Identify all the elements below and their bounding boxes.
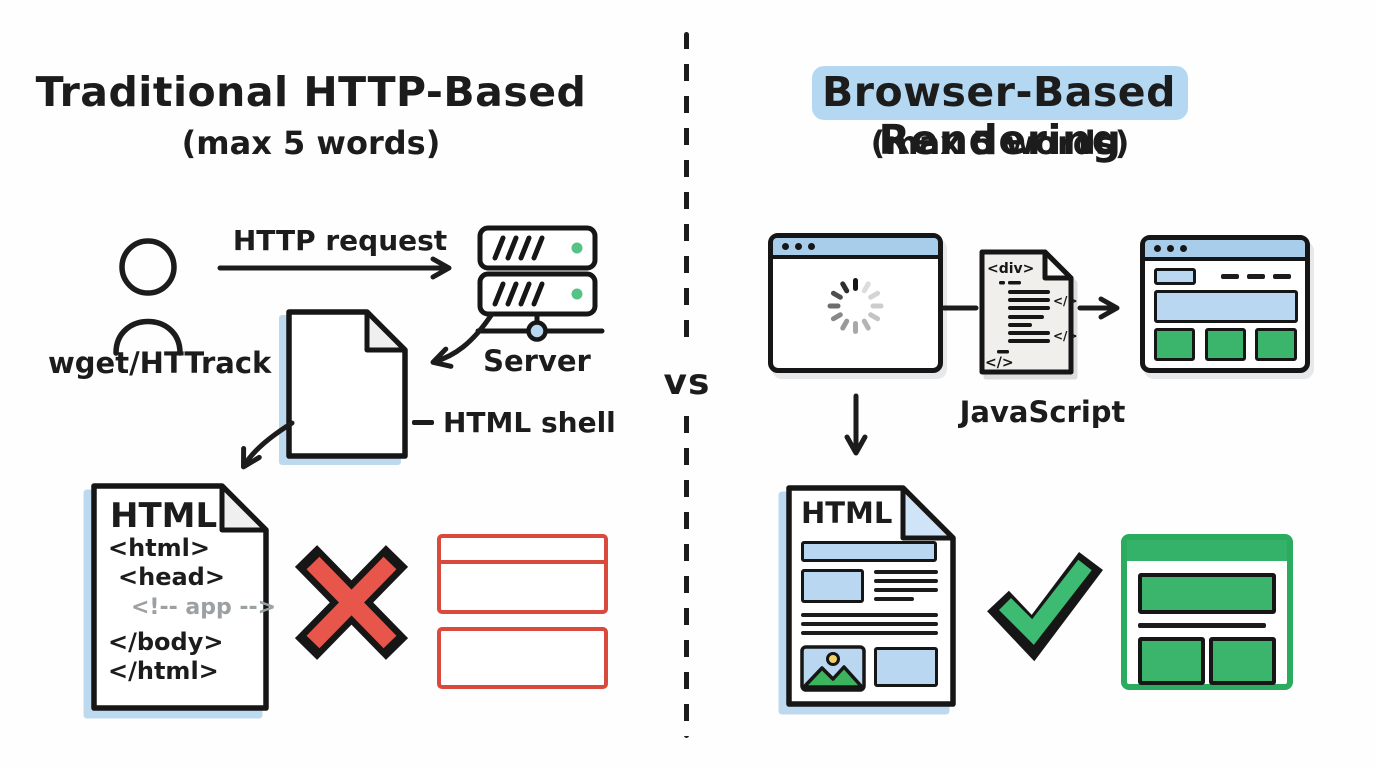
text-line — [874, 588, 938, 592]
server-to-shell-arrow — [430, 311, 495, 369]
wireframe-hero-block — [1138, 573, 1276, 614]
check-mark-icon — [987, 551, 1103, 662]
wireframe-header-bar — [1127, 540, 1287, 561]
doc-header-block — [801, 541, 937, 562]
text-line — [874, 597, 914, 601]
text-line — [801, 613, 938, 617]
nav-dash — [1247, 274, 1265, 279]
spinner-icon — [827, 278, 884, 334]
right-subtitle: (max 5 words) — [870, 124, 1130, 162]
js-doc-close-tag-bottom: </> — [985, 355, 1014, 371]
server-label: Server — [483, 344, 591, 378]
window-dot-icon — [1154, 245, 1161, 252]
logo-block — [1154, 268, 1196, 285]
http-request-label: HTTP request — [232, 224, 448, 257]
wireframe-card-block — [1209, 637, 1276, 685]
card-block — [1154, 328, 1195, 361]
html-shell-document-icon — [279, 309, 408, 465]
doc-content-block — [874, 647, 938, 687]
right-title-rest: Rendering — [878, 116, 1122, 164]
empty-page-wireframe-bottom — [437, 627, 608, 689]
code-line-app-comment: <!-- app --> — [131, 595, 277, 620]
source-doc-title: HTML — [110, 496, 218, 536]
person-icon — [113, 238, 183, 356]
right-title: Browser-Based Rendering — [730, 66, 1270, 164]
nav-dash — [1221, 274, 1239, 279]
html-shell-label: HTML shell — [443, 406, 616, 439]
card-block — [1205, 328, 1246, 361]
window-dot-icon — [1180, 245, 1187, 252]
shell-label-tick — [412, 420, 434, 425]
js-doc-div-tag: <div> — [987, 261, 1034, 277]
js-doc-close-tag-a: </> — [1053, 294, 1078, 308]
server-icon — [475, 225, 605, 342]
html-source-document-icon — [83, 483, 269, 719]
filled-page-wireframe — [1121, 534, 1293, 690]
browser-titlebar — [773, 238, 938, 259]
text-line — [874, 570, 938, 574]
x-mark-icon — [294, 545, 409, 660]
image-placeholder-icon — [800, 645, 866, 692]
loading-browser-window — [768, 233, 943, 373]
client-label: wget/HTTrack — [48, 346, 272, 380]
text-line — [801, 622, 938, 626]
window-dot-icon — [795, 243, 802, 250]
left-subtitle: (max 5 words) — [181, 124, 441, 162]
code-line-head-open: <head> — [118, 563, 225, 591]
card-block — [1255, 328, 1297, 361]
doc-media-block — [801, 569, 864, 603]
nav-dash — [1273, 274, 1291, 279]
browser-titlebar — [1145, 240, 1305, 261]
wireframe-card-block — [1138, 637, 1205, 685]
js-doc-close-tag-b: </> — [1053, 329, 1078, 343]
spinner-segment — [853, 278, 858, 291]
wireframe-header-divider — [440, 560, 605, 564]
window-dot-icon — [782, 243, 789, 250]
code-line-html-close: </html> — [108, 657, 219, 685]
left-title: Traditional HTTP-Based — [35, 68, 587, 116]
wireframe-divider-line — [1138, 623, 1266, 628]
window-dot-icon — [1167, 245, 1174, 252]
vs-label: vs — [656, 352, 718, 413]
text-line — [874, 579, 938, 583]
empty-page-wireframe-top — [437, 534, 608, 614]
javascript-document-icon: <div> </> </> </> — [979, 249, 1078, 380]
rendered-browser-window — [1140, 235, 1310, 373]
code-line-body-close: </body> — [108, 628, 224, 656]
code-line-html-open: <html> — [108, 534, 211, 562]
rendered-doc-title: HTML — [801, 496, 893, 530]
javascript-label: JavaScript — [959, 395, 1126, 429]
text-line — [801, 631, 938, 635]
right-title-highlight: Browser-Based — [812, 66, 1188, 120]
window-dot-icon — [808, 243, 815, 250]
hero-block — [1154, 290, 1298, 323]
shell-to-source-arrow — [241, 420, 295, 470]
